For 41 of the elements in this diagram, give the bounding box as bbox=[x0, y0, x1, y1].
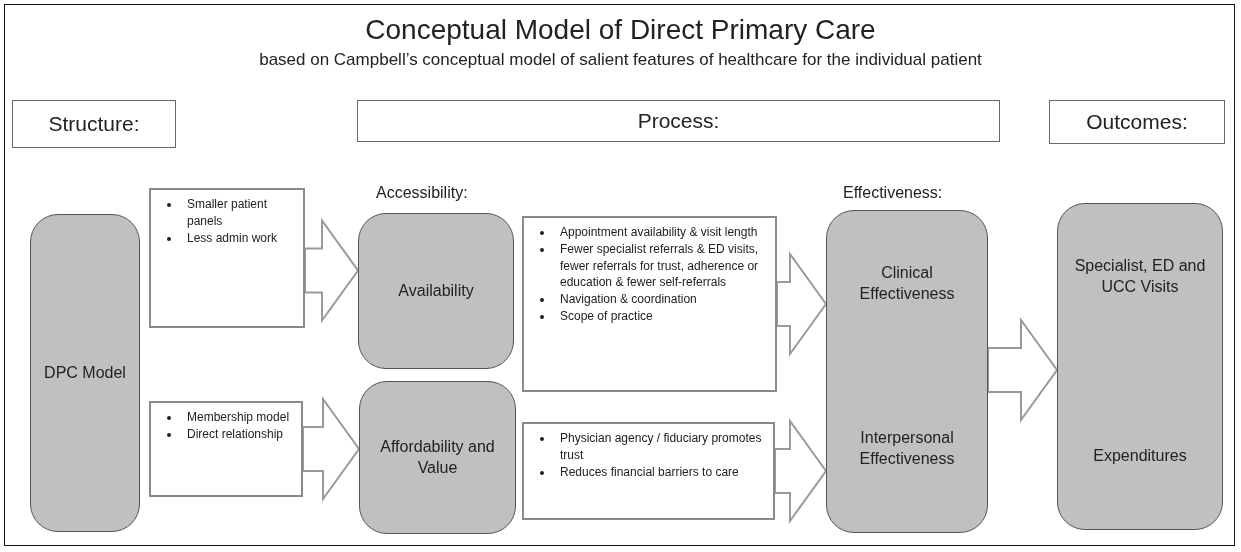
rounded-box bbox=[358, 213, 514, 369]
section-label: Accessibility: bbox=[376, 184, 468, 202]
bullet-item: Appointment availability & visit length bbox=[530, 224, 769, 241]
bullet-item: Reduces financial barriers to care bbox=[530, 463, 767, 481]
box-text: Clinical Effectiveness bbox=[858, 263, 956, 304]
block-arrow bbox=[987, 316, 1059, 424]
section-header-box bbox=[357, 100, 1000, 142]
rounded-box bbox=[1057, 203, 1223, 530]
block-arrow bbox=[774, 417, 828, 525]
block-arrow bbox=[776, 250, 828, 358]
rounded-box bbox=[826, 210, 988, 533]
bullet-list-box bbox=[149, 188, 305, 328]
box-text: Availability bbox=[398, 280, 474, 301]
block-arrow bbox=[304, 217, 360, 324]
box-text: Interpersonal Effectiveness bbox=[858, 428, 956, 470]
bullet-list-box bbox=[522, 216, 777, 392]
section-header-box bbox=[1049, 100, 1225, 144]
bullet-item: Fewer specialist referrals & ED visits, fewer referrals for trust, adherence or education & fewer self-referrals bbox=[530, 240, 769, 292]
section-header-box bbox=[12, 100, 176, 148]
bullet-item: Less admin work bbox=[157, 229, 297, 247]
header-text: Outcomes: bbox=[1086, 110, 1188, 134]
header-text: Structure: bbox=[48, 112, 140, 136]
rounded-box bbox=[30, 214, 140, 532]
bullet-list-box bbox=[522, 422, 775, 520]
bullet-item: Membership model bbox=[157, 409, 295, 426]
bullet-item: Smaller patient panels bbox=[157, 196, 297, 230]
rounded-box bbox=[359, 381, 516, 534]
header-text: Process: bbox=[637, 109, 720, 133]
box-text: Specialist, ED and UCC Visits bbox=[1073, 256, 1207, 297]
box-text: DPC Model bbox=[44, 362, 126, 383]
title: Conceptual Model of Direct Primary Care bbox=[364, 14, 877, 46]
subtitle: based on Campbell’s conceptual model of salient features of healthcare for the individual patient bbox=[258, 50, 983, 70]
bullet-list-box bbox=[149, 401, 303, 497]
bullet-item: Direct relationship bbox=[157, 425, 295, 443]
section-label: Effectiveness: bbox=[843, 184, 943, 202]
bullet-item: Physician agency / fiduciary promotes trust bbox=[530, 430, 767, 464]
bullet-item: Scope of practice bbox=[530, 308, 769, 325]
box-text: Expenditures bbox=[1093, 446, 1187, 467]
block-arrow bbox=[302, 395, 361, 503]
bullet-item: Navigation & coordination bbox=[530, 291, 769, 308]
box-text: Affordability and Value bbox=[379, 436, 496, 478]
